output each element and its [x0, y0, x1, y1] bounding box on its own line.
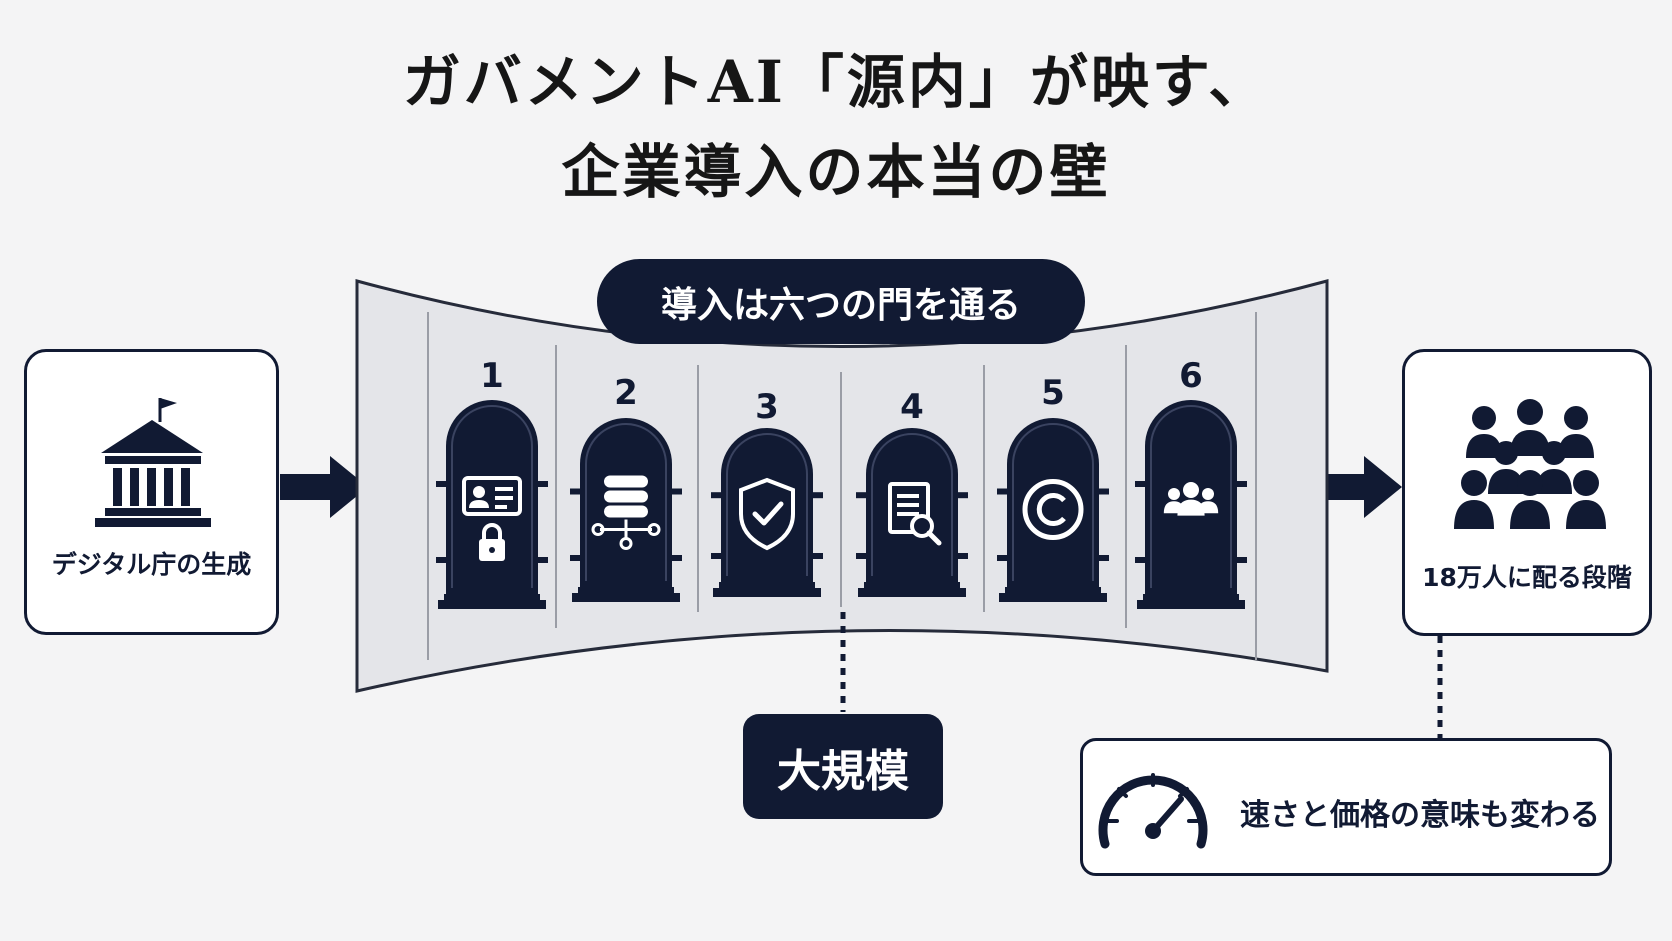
- shield-check-icon: [739, 477, 795, 551]
- arrow-into-gates: [280, 456, 368, 518]
- crowd-icon: [1454, 399, 1606, 529]
- speed-price-box: 速さと価格の意味も変わる: [1080, 738, 1612, 876]
- banner-label: 導入は六つの門を通る: [660, 284, 1021, 326]
- gate-1: [436, 400, 548, 609]
- gallery-dividers: [427, 312, 1257, 660]
- gate-number-5: 5: [1041, 373, 1065, 413]
- gate-3: [711, 428, 823, 597]
- right-box-label: 18万人に配る段階: [1422, 563, 1632, 592]
- scale-badge-label: 大規模: [777, 745, 909, 797]
- gate-number-4: 4: [900, 387, 924, 427]
- six-gates-banner: 導入は六つの門を通る: [597, 259, 1085, 344]
- people-group-icon: [1163, 482, 1219, 516]
- government-building-icon: [95, 398, 211, 527]
- gate-number-6: 6: [1179, 356, 1203, 396]
- gate-number-2: 2: [614, 373, 638, 413]
- distribution-stage-box: 18万人に配る段階: [1402, 349, 1652, 636]
- copyright-icon: [1022, 479, 1084, 540]
- left-box-label: デジタル庁の生成: [51, 550, 252, 579]
- title-line-2: 企業導入の本当の壁: [561, 138, 1111, 206]
- title-line-1: ガバメントAI「源内」が映す、: [402, 48, 1270, 116]
- gate-4: [856, 428, 968, 597]
- gate-6: [1135, 400, 1247, 609]
- database-network-icon: [591, 475, 661, 550]
- gate-2: [570, 418, 682, 602]
- document-search-icon: [888, 482, 942, 546]
- id-card-lock-icon: [462, 476, 522, 561]
- scale-badge: 大規模: [743, 714, 943, 819]
- digital-agency-box: デジタル庁の生成: [24, 349, 279, 635]
- gate-number-3: 3: [755, 387, 779, 427]
- gate-5: [997, 418, 1109, 602]
- speed-box-label: 速さと価格の意味も変わる: [1240, 798, 1600, 833]
- speedometer-icon: [1098, 773, 1208, 849]
- gate-number-1: 1: [480, 356, 504, 396]
